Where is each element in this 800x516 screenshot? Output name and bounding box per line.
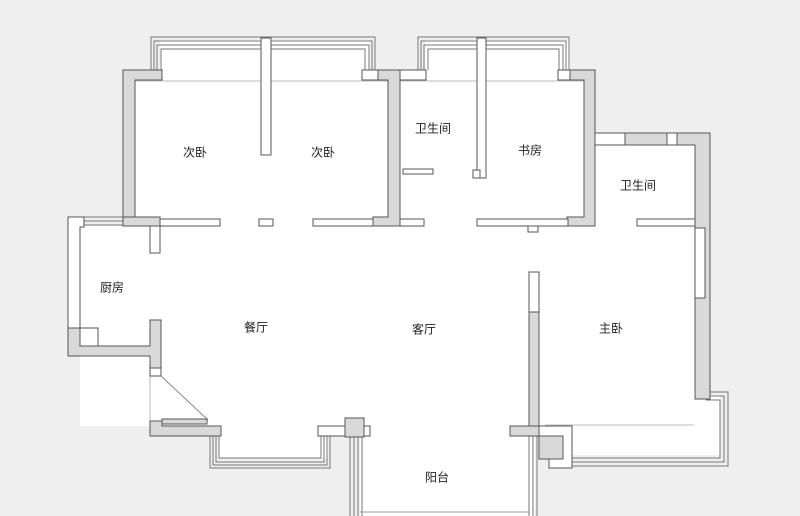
walls: [67, 37, 711, 469]
room-label-balcony: 阳台: [424, 470, 450, 485]
room-label-bathroom-1: 卫生间: [414, 121, 452, 136]
room-label-bedroom-2a: 次卧: [182, 145, 208, 160]
room-label-kitchen: 厨房: [99, 280, 125, 295]
room-label-master-bedroom: 主卧: [598, 321, 624, 336]
room-floors: [80, 40, 720, 516]
room-label-dining-room: 餐厅: [243, 320, 269, 335]
room-label-living-room: 客厅: [411, 322, 437, 337]
room-label-study: 书房: [517, 143, 543, 158]
room-label-bathroom-2: 卫生间: [619, 178, 657, 193]
room-label-bedroom-2b: 次卧: [310, 145, 336, 160]
